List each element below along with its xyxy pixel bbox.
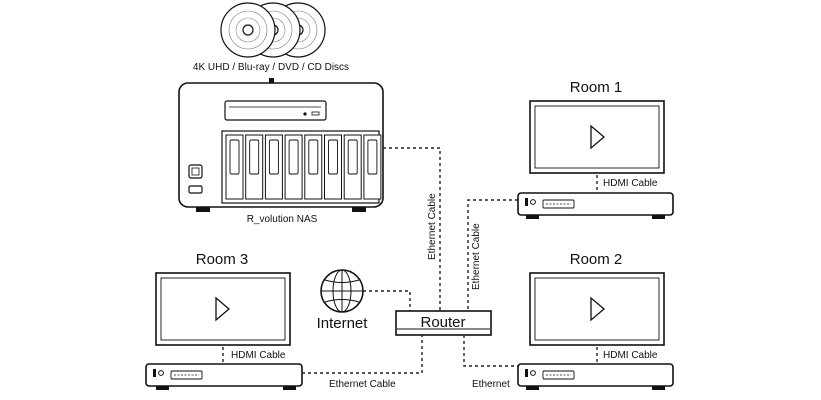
drive-bay-handle xyxy=(268,139,279,175)
room3-cable-label: HDMI Cable xyxy=(231,350,286,361)
play-icon xyxy=(215,296,231,322)
nas-device xyxy=(178,82,384,212)
room1-player xyxy=(517,192,674,219)
play-icon xyxy=(590,296,606,322)
nas-label: R_volution NAS xyxy=(247,214,318,225)
drive-bay-handle xyxy=(288,139,299,175)
router-label: Router xyxy=(420,314,465,331)
room2-router-cable-label: Ethernet xyxy=(472,379,510,390)
room3-tv xyxy=(155,272,291,346)
room1-cable-label: HDMI Cable xyxy=(603,178,658,189)
disc-stack-icon xyxy=(220,2,326,58)
optical-drive xyxy=(224,100,327,121)
room3-player xyxy=(145,363,303,390)
drive-bay-handle xyxy=(328,139,338,175)
disc-icon xyxy=(220,2,276,58)
nas-router-cable-label: Ethernet Cable xyxy=(427,193,438,260)
drive-bay-handle xyxy=(367,139,378,175)
room1-title: Room 1 xyxy=(570,79,623,96)
drive-bay-handle xyxy=(249,139,260,175)
play-icon xyxy=(590,124,606,150)
room1-router-cable-label: Ethernet Cable xyxy=(471,223,482,290)
room1-tv xyxy=(529,100,665,174)
globe-icon xyxy=(320,269,364,313)
room2-title: Room 2 xyxy=(570,251,623,268)
internet-label: Internet xyxy=(317,315,369,332)
room3-router-cable-label: Ethernet Cable xyxy=(329,379,396,390)
drive-bay-handle xyxy=(347,139,358,175)
room2-tv xyxy=(529,272,665,346)
router-device xyxy=(395,310,492,336)
drive-bay-handle xyxy=(229,139,240,175)
usb-port-icon xyxy=(188,185,203,194)
drive-bay-handle xyxy=(308,139,319,175)
room3-title: Room 3 xyxy=(196,251,249,268)
room2-cable-label: HDMI Cable xyxy=(603,350,658,361)
discs-label: 4K UHD / Blu-ray / DVD / CD Discs xyxy=(193,62,349,73)
room2-player xyxy=(517,363,674,390)
